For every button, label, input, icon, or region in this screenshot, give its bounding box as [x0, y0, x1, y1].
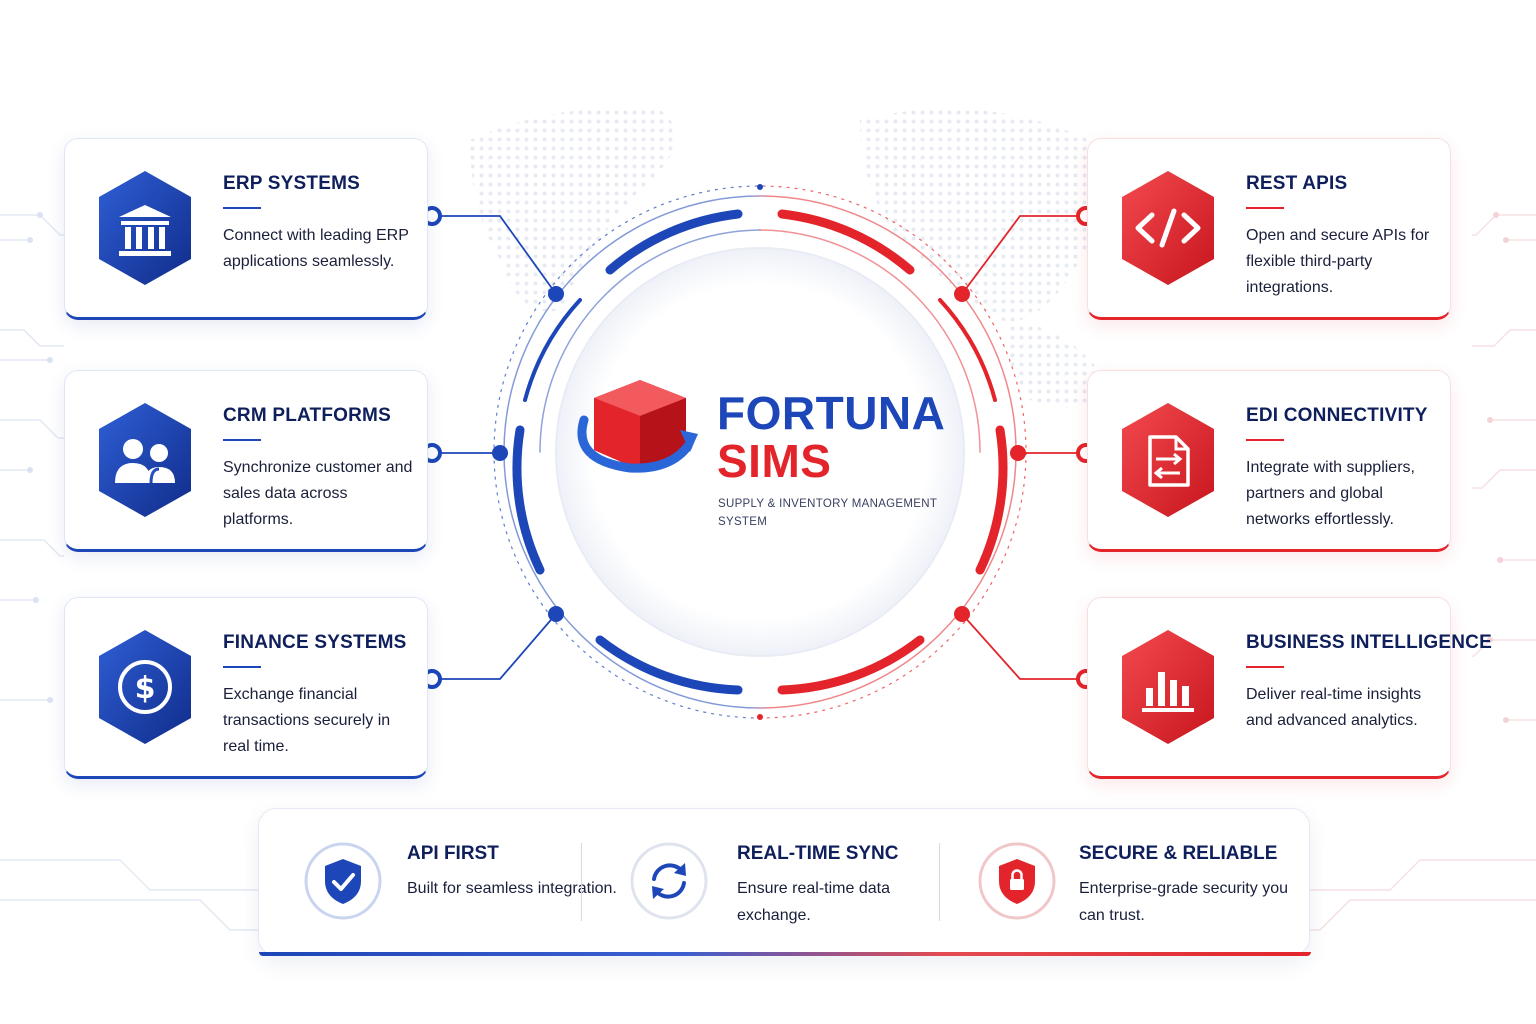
- card-title: CRM PLATFORMS: [223, 405, 391, 426]
- card-description: Deliver real-time insights and advanced …: [1246, 686, 1422, 729]
- feature-description: Enterprise-grade security you can trust.: [1079, 880, 1288, 924]
- title-underline: [223, 666, 261, 668]
- bank-icon: [99, 171, 191, 285]
- users-icon: [99, 403, 191, 517]
- title-underline: [1246, 207, 1284, 209]
- divider: [581, 843, 582, 921]
- center-disc: [555, 247, 965, 657]
- code-icon: [1122, 171, 1214, 285]
- card-description: Integrate with suppliers, partners and g…: [1246, 459, 1415, 528]
- connectors-right: [961, 215, 1086, 680]
- card-description: Synchronize customer and sales data acro…: [223, 459, 413, 528]
- features-panel: API FIRST Built for seamless integration…: [258, 808, 1311, 956]
- circuit-lines-left: [0, 214, 258, 931]
- brand-name-line1: FORTUNA: [717, 387, 946, 439]
- card-business-intelligence[interactable]: BUSINESS INTELLIGENCE Deliver real-time …: [1087, 597, 1492, 779]
- cube-logo-icon: [577, 380, 698, 473]
- feature-title: SECURE & RELIABLE: [1079, 843, 1278, 864]
- title-underline: [223, 439, 261, 441]
- ring-arcs: [512, 209, 1008, 695]
- card-title: FINANCE SYSTEMS: [223, 632, 407, 653]
- card-rest-apis[interactable]: REST APIS Open and secure APIs for flexi…: [1087, 138, 1451, 320]
- svg-text:$: $: [135, 671, 156, 706]
- card-finance-systems[interactable]: $ FINANCE SYSTEMS Exchange financial tra…: [64, 597, 428, 779]
- feature-description: Built for seamless integration.: [407, 880, 617, 897]
- feature-title: REAL-TIME SYNC: [737, 843, 899, 864]
- lock-shield-icon: [978, 842, 1056, 920]
- card-erp-systems[interactable]: ERP SYSTEMS Connect with leading ERP app…: [64, 138, 428, 320]
- card-title: EDI CONNECTIVITY: [1246, 405, 1428, 426]
- feature-title: API FIRST: [407, 843, 499, 864]
- card-title: BUSINESS INTELLIGENCE: [1246, 632, 1492, 653]
- panel-accent-bar: [259, 952, 1311, 956]
- card-description: Exchange financial transactions securely…: [223, 686, 391, 755]
- title-underline: [1246, 666, 1284, 668]
- document-exchange-icon: [1122, 403, 1214, 517]
- bar-chart-icon: [1122, 630, 1214, 744]
- card-crm-platforms[interactable]: CRM PLATFORMS Synchronize customer and s…: [64, 370, 428, 552]
- card-title: REST APIS: [1246, 173, 1348, 194]
- brand-tagline: SUPPLY & INVENTORY MANAGEMENT SYSTEM: [718, 498, 937, 528]
- brand-name-line2: SIMS: [717, 435, 832, 487]
- connectors-left: [432, 215, 557, 680]
- sync-icon: [630, 842, 708, 920]
- shield-check-icon: [304, 842, 382, 920]
- feature-description: Ensure real-time data exchange.: [737, 880, 890, 924]
- dollar-icon: $: [99, 630, 191, 744]
- card-title: ERP SYSTEMS: [223, 173, 360, 194]
- circuit-lines-right: [1310, 214, 1536, 931]
- world-map-dots: [470, 108, 1110, 408]
- card-edi-connectivity[interactable]: EDI CONNECTIVITY Integrate with supplier…: [1087, 370, 1451, 552]
- card-description: Open and secure APIs for flexible third-…: [1246, 227, 1430, 296]
- title-underline: [1246, 439, 1284, 441]
- title-underline: [223, 207, 261, 209]
- card-description: Connect with leading ERP applications se…: [223, 227, 409, 270]
- divider: [939, 843, 940, 921]
